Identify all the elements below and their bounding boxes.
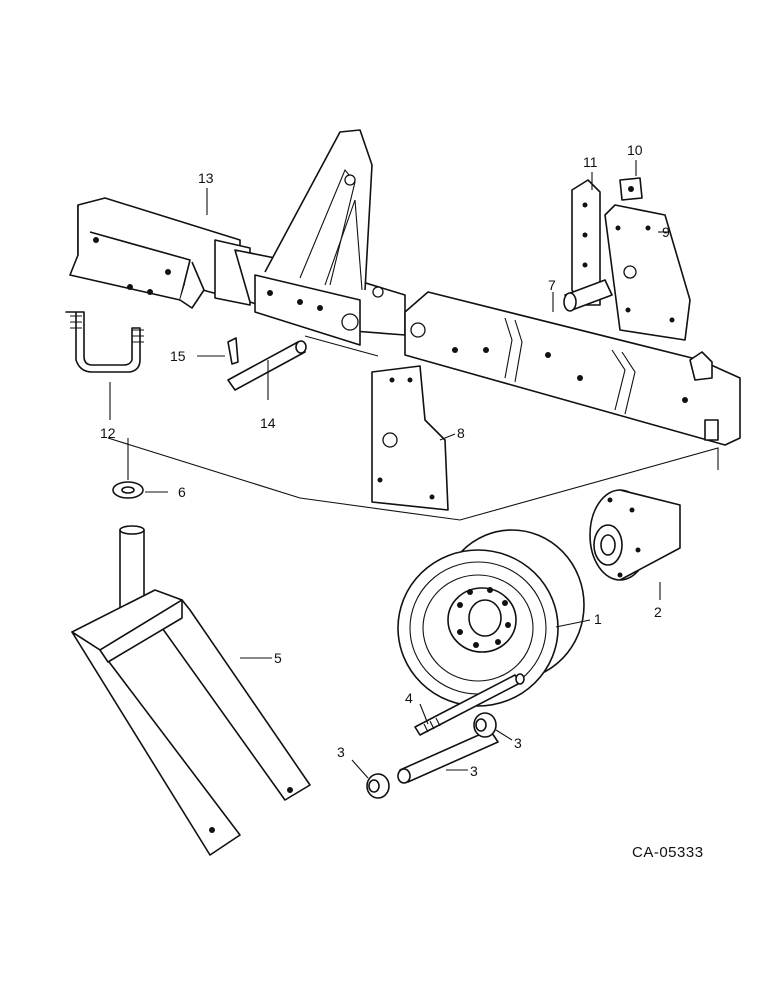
callout-4-label: 3 xyxy=(470,763,478,779)
callout-labels: 13 11 10 9 7 15 14 12 8 6 5 1 2 9 4 4 3 … xyxy=(100,142,704,861)
callout-11: 10 xyxy=(627,142,643,158)
axle-sleeve xyxy=(397,729,499,784)
pivot-post xyxy=(563,179,613,312)
callout-7: 6 xyxy=(178,484,186,500)
callout-leaders xyxy=(109,160,668,779)
drawing-code: CA-05333 xyxy=(632,844,704,861)
bracket-plate-9 xyxy=(371,365,449,511)
u-bolt xyxy=(65,311,144,373)
callout-6: 5 xyxy=(274,650,282,666)
callout-13: 12 xyxy=(100,425,116,441)
callout-3-left: 3 xyxy=(337,744,345,760)
callout-3-right: 3 xyxy=(514,735,522,751)
hub xyxy=(589,489,681,581)
bearing-left xyxy=(366,773,390,799)
callout-9: 8 xyxy=(457,425,465,441)
bolt xyxy=(414,673,525,736)
callout-10: 9 xyxy=(662,224,670,240)
frame-tube-right xyxy=(404,291,741,446)
hitch-bracket xyxy=(234,129,406,346)
callout-1: 1 xyxy=(594,611,602,627)
callout-16: 15 xyxy=(170,348,186,364)
mount-plate-10 xyxy=(604,204,691,341)
wheel xyxy=(397,529,585,707)
callout-8: 7 xyxy=(548,277,556,293)
assembly-lines xyxy=(107,335,719,521)
clip-11 xyxy=(619,177,643,201)
washer xyxy=(112,481,144,499)
callout-2: 2 xyxy=(654,604,662,620)
callout-12: 11 xyxy=(583,154,598,170)
frame-tube-left xyxy=(69,197,251,309)
callout-5-label: 4 xyxy=(405,690,413,706)
callout-15: 14 xyxy=(260,415,276,431)
caster-fork xyxy=(71,525,311,856)
bearing-right xyxy=(473,712,497,738)
callout-14: 13 xyxy=(198,170,214,186)
pin-15 xyxy=(227,340,307,391)
cotter-pin xyxy=(227,337,239,365)
